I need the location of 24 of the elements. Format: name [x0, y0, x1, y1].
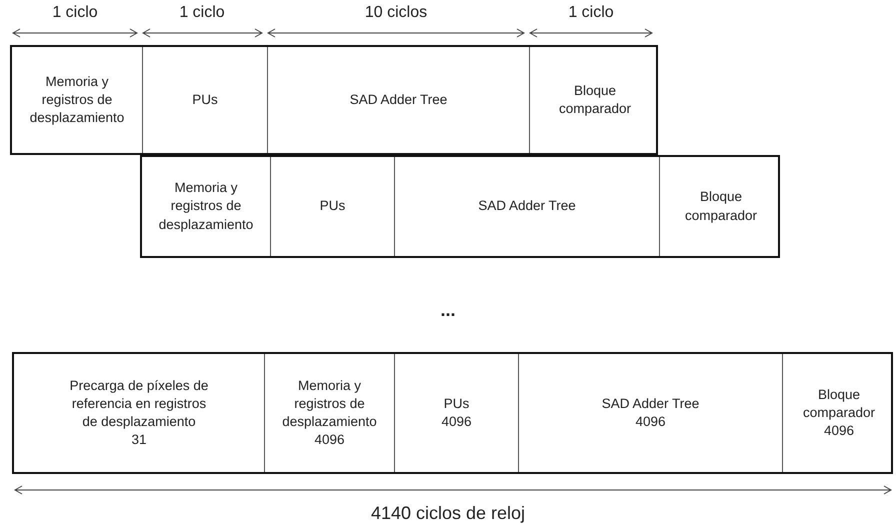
duration-label: 10 ciclos: [364, 4, 428, 22]
cycle-count: 4096: [441, 413, 472, 431]
ellipsis-mark: ...: [440, 300, 456, 321]
stage-label: Bloque comparador: [684, 188, 758, 225]
stage-label: PUs: [320, 197, 346, 216]
stage-label: SAD Adder Tree: [478, 197, 576, 216]
duration-label: 4140 ciclos de reloj: [370, 503, 526, 524]
stage-label: PUs: [444, 394, 470, 413]
cycle-count: 4096: [635, 413, 666, 431]
stage-label: Bloque comparador: [802, 386, 876, 422]
stage-label: Bloque comparador: [558, 82, 632, 118]
stage-label: PUs: [192, 90, 218, 109]
cycle-count: 31: [131, 431, 147, 450]
stage-label: SAD Adder Tree: [602, 394, 700, 413]
stage-label: Memoria y registros de desplazamiento: [28, 72, 126, 128]
duration-label: 1 ciclo: [568, 4, 614, 22]
duration-label: 1 ciclo: [52, 4, 98, 22]
stage-label: Memoria y registros de desplazamiento: [158, 179, 254, 234]
stage-label: SAD Adder Tree: [350, 90, 448, 109]
stage-label: Precarga de píxeles de referencia en registros de desplazamiento: [68, 376, 210, 431]
cycle-count: 4096: [314, 431, 345, 450]
stage-label: Memoria y registros de desplazamiento: [281, 376, 378, 431]
duration-label: 1 ciclo: [179, 4, 225, 22]
cycle-count: 4096: [824, 422, 854, 440]
